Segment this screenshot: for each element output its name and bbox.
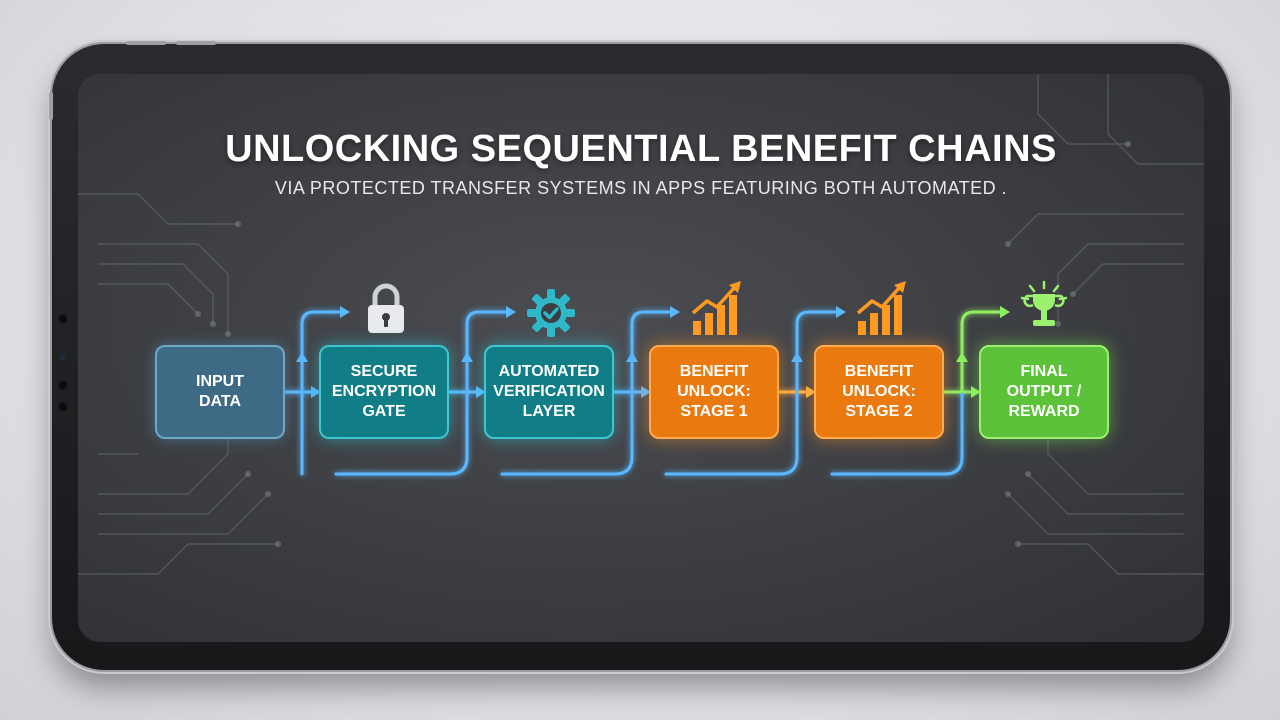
- feedback-loop-arrow: [465, 310, 508, 394]
- step-label: SECURE ENCRYPTION GATE: [331, 363, 437, 420]
- arrowhead: [670, 306, 680, 318]
- step-label: INPUT DATA: [196, 373, 244, 410]
- arrowhead: [340, 306, 350, 318]
- growth-chart-icon: [856, 281, 906, 335]
- arrowhead: [626, 352, 638, 362]
- page-title: UNLOCKING SEQUENTIAL BENEFIT CHAINS: [225, 128, 1057, 170]
- arrowhead: [461, 352, 473, 362]
- step-label: AUTOMATED VERIFICATION LAYER: [493, 363, 605, 420]
- gear-check-icon: [527, 289, 575, 337]
- growth-chart-icon: [691, 281, 741, 335]
- padlock-icon: [368, 283, 404, 333]
- arrowhead: [1000, 306, 1010, 318]
- arrowhead: [791, 352, 803, 362]
- trophy-icon: [1020, 280, 1068, 326]
- arrowhead: [506, 306, 516, 318]
- step-final-output-reward: FINAL OUTPUT / REWARD: [979, 345, 1109, 439]
- return-line: [664, 392, 799, 476]
- arrowhead: [806, 386, 816, 398]
- return-line: [334, 392, 469, 476]
- step-benefit-unlock-stage-2: BENEFIT UNLOCK: STAGE 2: [814, 345, 944, 439]
- feedback-loop-arrow: [300, 310, 342, 394]
- sensor-dot: [60, 354, 66, 360]
- arrowhead: [476, 386, 486, 398]
- flow-arrows: [283, 306, 1010, 476]
- tablet-top-button: [176, 41, 216, 45]
- arrowhead: [971, 386, 981, 398]
- tablet-top-button: [126, 41, 166, 45]
- step-benefit-unlock-stage-1: BENEFIT UNLOCK: STAGE 1: [649, 345, 779, 439]
- tablet-screen: UNLOCKING SEQUENTIAL BENEFIT CHAINS VIA …: [78, 74, 1204, 642]
- camera-dot: [58, 402, 68, 412]
- arrowhead: [956, 352, 968, 362]
- camera-dot: [58, 380, 68, 390]
- step-secure-encryption-gate: SECURE ENCRYPTION GATE: [319, 345, 449, 439]
- step-label: BENEFIT UNLOCK: STAGE 2: [842, 363, 916, 420]
- camera-dot: [58, 314, 68, 324]
- feedback-loop-arrow: [795, 310, 838, 394]
- step-label: FINAL OUTPUT / REWARD: [1006, 363, 1082, 420]
- feedback-loop-arrow: [960, 310, 1002, 394]
- step-input-data: INPUT DATA: [155, 345, 285, 439]
- return-line: [500, 392, 634, 476]
- arrowhead: [311, 386, 321, 398]
- arrowhead: [836, 306, 846, 318]
- step-label: BENEFIT UNLOCK: STAGE 1: [677, 363, 751, 420]
- step-automated-verification-layer: AUTOMATED VERIFICATION LAYER: [484, 345, 614, 439]
- tablet-side-button: [49, 92, 53, 120]
- return-line: [830, 392, 964, 476]
- arrowhead: [296, 352, 308, 362]
- feedback-loop-arrow: [630, 310, 672, 394]
- tablet-frame: UNLOCKING SEQUENTIAL BENEFIT CHAINS VIA …: [49, 41, 1230, 670]
- page-subtitle: VIA PROTECTED TRANSFER SYSTEMS IN APPS F…: [274, 178, 1008, 198]
- arrowhead: [641, 386, 651, 398]
